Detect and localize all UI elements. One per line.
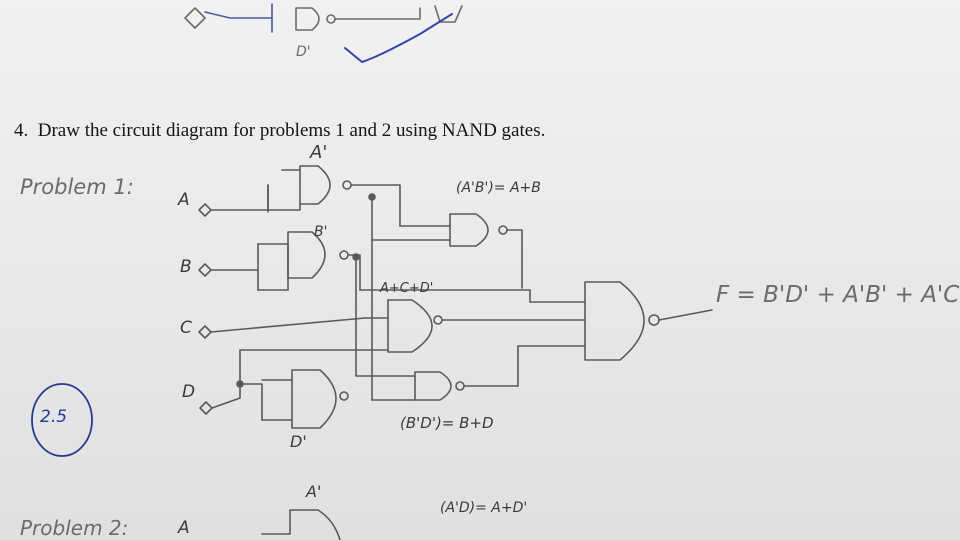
input-terminals xyxy=(198,203,213,415)
input-label-b: B xyxy=(180,257,192,277)
wire-network xyxy=(239,196,586,421)
top-fragment-label: D' xyxy=(296,44,311,60)
input-label-d: D xyxy=(182,382,196,402)
problem1-heading: Problem 1: xyxy=(20,175,134,199)
question-number: 4. xyxy=(14,120,29,141)
nand-gate-ab xyxy=(449,213,523,289)
nand-gate-final xyxy=(584,281,713,361)
question-body: Draw the circuit diagram for problems 1 … xyxy=(37,120,546,141)
problem2-heading: Problem 2: xyxy=(20,516,129,540)
problem2-input-a: A xyxy=(178,518,190,538)
top-fragment xyxy=(184,3,463,63)
problem2-label-a-complement: A' xyxy=(306,482,322,501)
problem2-label-ad-term: (A'D)= A+D' xyxy=(440,500,528,516)
inverter-d xyxy=(261,369,349,429)
label-a-complement: A' xyxy=(310,142,328,163)
label-d-complement: D' xyxy=(290,432,307,451)
question-text: 4. Draw the circuit diagram for problems… xyxy=(14,120,545,142)
inverter-a xyxy=(267,165,401,227)
label-b-complement: B' xyxy=(314,224,328,240)
label-bd-term: (B'D')= B+D xyxy=(400,414,494,432)
output-expression: F = B'D' + A'B' + A'CD xyxy=(716,282,960,308)
problem2-partial xyxy=(261,509,341,540)
input-label-a: A xyxy=(178,190,190,210)
nand-gate-bd xyxy=(371,345,586,401)
score-value: 2.5 xyxy=(40,407,68,427)
score-circle xyxy=(31,383,93,457)
inverter-b xyxy=(257,231,361,291)
input-label-c: C xyxy=(180,318,192,338)
nand-gate-acd xyxy=(364,299,586,353)
label-acd-term: A+C+D' xyxy=(380,281,434,296)
label-ab-term: (A'B')= A+B xyxy=(456,180,541,196)
input-wires xyxy=(210,184,389,409)
